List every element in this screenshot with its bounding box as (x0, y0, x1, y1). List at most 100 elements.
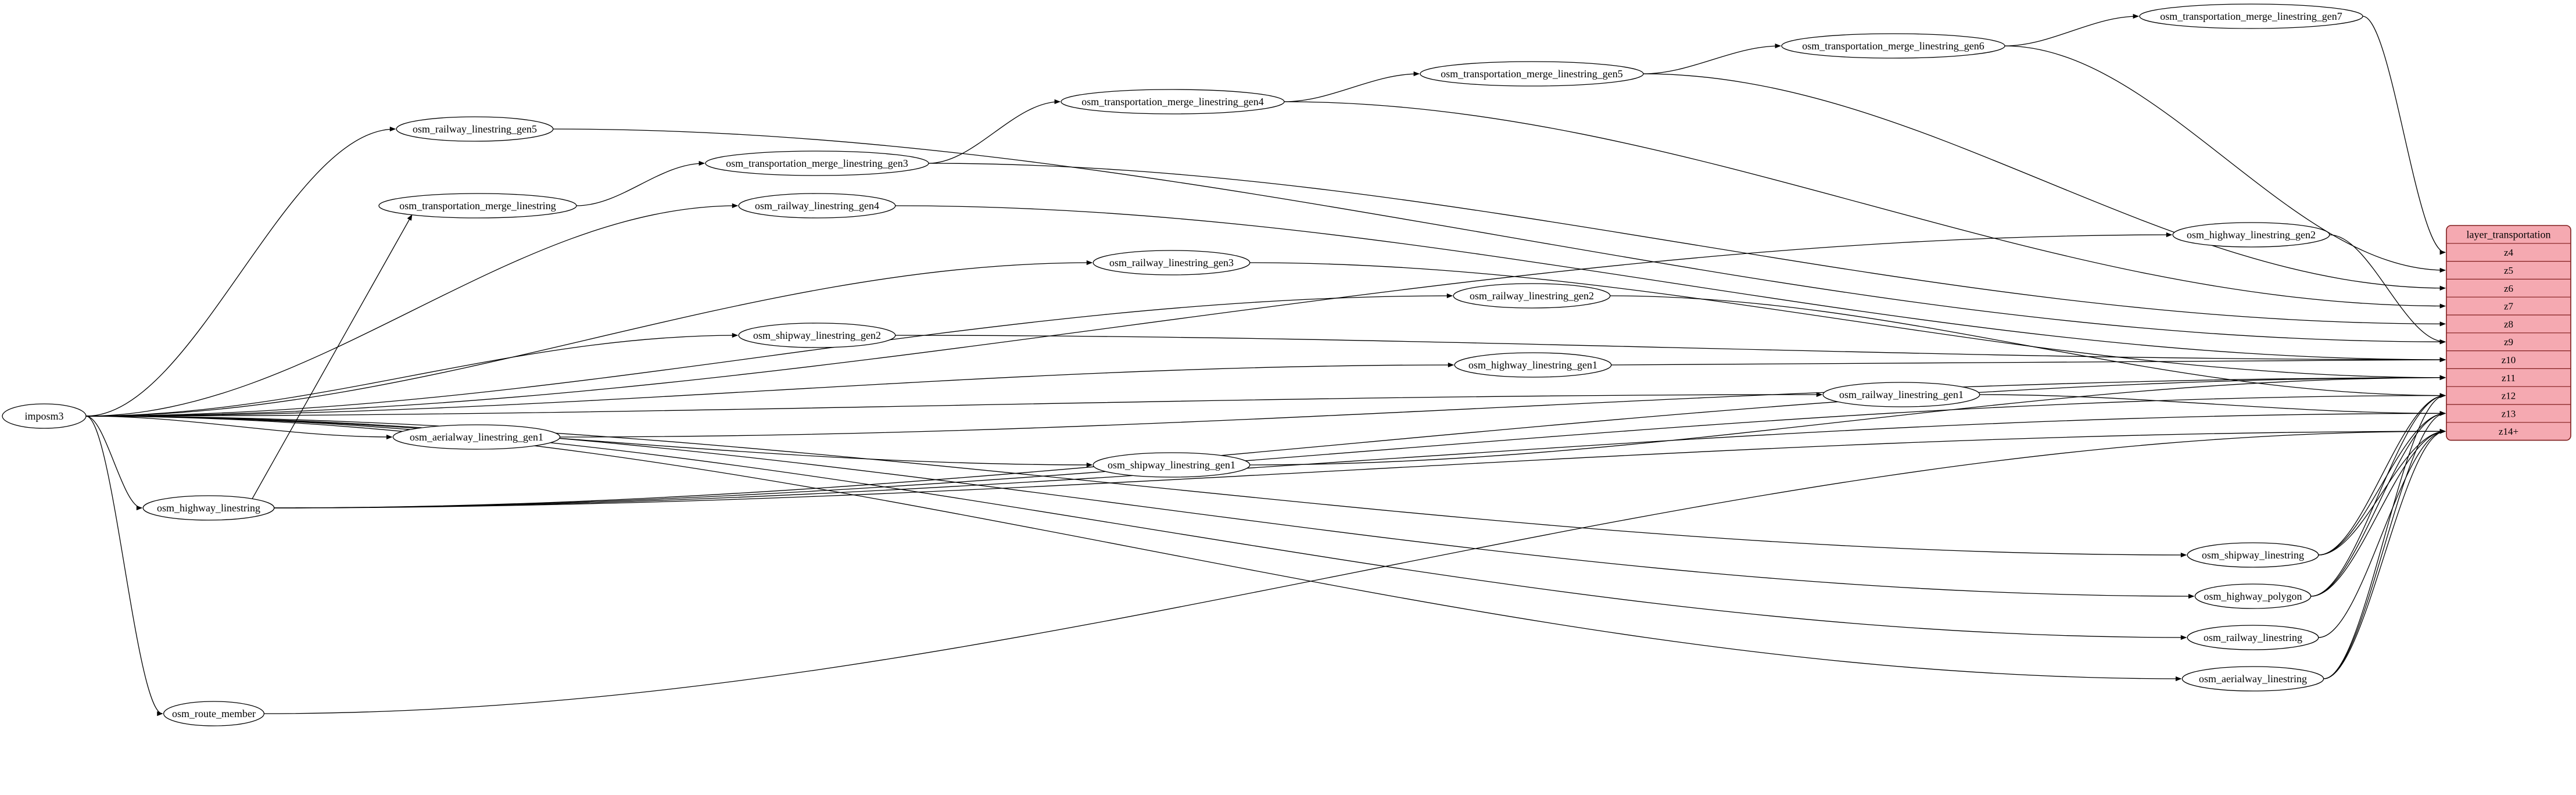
node-ellipse-osm_railway_linestring_gen5 (396, 116, 554, 142)
node-label-osm_railway_linestring_gen4: osm_railway_linestring_gen4 (755, 200, 879, 212)
edge-osm_transportation_merge_linestring_gen3-to-osm_transportation_merge_linestring_gen4 (928, 99, 1061, 164)
nodes-layer: imposm3 osm_railway_linestring_gen5 osm_tr… (2, 3, 2363, 726)
edge-osm_highway_linestring_gen2-to-layer_transportation-z9 (2329, 234, 2446, 345)
edge-osm_railway_linestring_gen4-to-layer_transportation-z10 (895, 205, 2446, 363)
node-osm_transportation_merge_linestring_gen6: osm_transportation_merge_linestring_gen6 (1781, 33, 2005, 59)
node-osm_transportation_merge_linestring: osm_transportation_merge_linestring (378, 193, 577, 219)
node-osm_highway_linestring_gen2: osm_highway_linestring_gen2 (2172, 222, 2330, 248)
edge-osm_highway_linestring_gen1-to-layer_transportation-z10 (1611, 357, 2446, 366)
edge-osm_route_member-to-layer_transportation-z14+ (264, 429, 2446, 714)
node-ellipse-osm_railway_linestring (2187, 625, 2319, 650)
node-label-osm_transportation_merge_linestring: osm_transportation_merge_linestring (399, 200, 556, 212)
node-label-osm_highway_linestring_gen2: osm_highway_linestring_gen2 (2187, 229, 2316, 241)
node-osm_railway_linestring_gen2: osm_railway_linestring_gen2 (1453, 283, 1611, 309)
node-label-osm_transportation_merge_linestring_gen6: osm_transportation_merge_linestring_gen6 (1802, 40, 1984, 52)
edge-imposm3-to-osm_shipway_linestring (85, 416, 2187, 558)
node-ellipse-osm_aerialway_linestring_gen1 (392, 424, 561, 450)
node-osm_transportation_merge_linestring_gen5: osm_transportation_merge_linestring_gen5 (1420, 61, 1644, 87)
edge-osm_shipway_linestring_gen2-to-layer_transportation-z10 (895, 335, 2446, 363)
record-layer: layer_transportationz4z5z6z7z8z9z10z11z1… (2446, 225, 2571, 441)
edge-osm_transportation_merge_linestring_gen6-to-layer_transportation-z5 (2004, 45, 2446, 273)
edge-osm_shipway_linestring-to-layer_transportation-z14+ (2318, 429, 2446, 556)
node-label-osm_railway_linestring_gen5: osm_railway_linestring_gen5 (413, 123, 537, 135)
edge-osm_highway_polygon-to-layer_transportation-z14+ (2310, 429, 2446, 597)
node-label-osm_transportation_merge_linestring_gen3: osm_transportation_merge_linestring_gen3 (726, 157, 908, 169)
node-label-osm_railway_linestring_gen2: osm_railway_linestring_gen2 (1470, 290, 1594, 302)
node-ellipse-osm_railway_linestring_gen2 (1453, 283, 1611, 309)
edge-imposm3-to-osm_highway_linestring_gen2 (85, 232, 2173, 417)
node-ellipse-osm_transportation_merge_linestring_gen5 (1420, 61, 1644, 87)
edge-imposm3-to-osm_shipway_linestring_gen1 (85, 416, 1093, 468)
node-imposm3: imposm3 (2, 403, 87, 429)
record-row-z7: z7 (2504, 301, 2514, 312)
node-ellipse-osm_railway_linestring_gen4 (738, 193, 896, 219)
record-header-label: layer_transportation (2467, 228, 2551, 240)
node-ellipse-osm_railway_linestring_gen3 (1092, 250, 1251, 275)
edge-imposm3-to-osm_railway_linestring_gen2 (85, 293, 1453, 417)
edge-osm_transportation_merge_linestring_gen5-to-osm_transportation_merge_linestring_gen6 (1643, 43, 1782, 74)
node-osm_transportation_merge_linestring_gen4: osm_transportation_merge_linestring_gen4 (1061, 89, 1285, 114)
node-osm_transportation_merge_linestring_gen7: osm_transportation_merge_linestring_gen7 (2139, 3, 2363, 29)
edge-osm_aerialway_linestring-to-layer_transportation-z13 (2323, 411, 2446, 679)
edge-osm_highway_polygon-to-layer_transportation-z12 (2310, 393, 2446, 597)
node-osm_shipway_linestring_gen2: osm_shipway_linestring_gen2 (738, 323, 896, 348)
record-row-z10: z10 (2502, 354, 2516, 366)
node-label-osm_highway_linestring_gen1: osm_highway_linestring_gen1 (1468, 359, 1597, 371)
edge-osm_railway_linestring_gen3-to-layer_transportation-z11 (1249, 262, 2446, 380)
node-ellipse-osm_transportation_merge_linestring_gen3 (705, 151, 929, 176)
node-ellipse-osm_highway_linestring_gen1 (1454, 352, 1612, 378)
edge-osm_railway_linestring-to-layer_transportation-z14+ (2318, 429, 2446, 638)
node-osm_railway_linestring_gen3: osm_railway_linestring_gen3 (1092, 250, 1251, 275)
node-ellipse-osm_highway_linestring (142, 495, 275, 521)
node-osm_highway_linestring: osm_highway_linestring (142, 495, 275, 521)
edge-imposm3-to-osm_railway_linestring_gen1 (85, 392, 1823, 417)
edge-osm_railway_linestring_gen5-to-layer_transportation-z9 (553, 128, 2446, 345)
node-label-osm_transportation_merge_linestring_gen4: osm_transportation_merge_linestring_gen4 (1081, 96, 1264, 108)
edge-imposm3-to-osm_aerialway_linestring_gen1 (85, 416, 393, 440)
node-label-osm_shipway_linestring_gen1: osm_shipway_linestring_gen1 (1108, 459, 1235, 471)
node-label-osm_transportation_merge_linestring_gen7: osm_transportation_merge_linestring_gen7 (2160, 10, 2342, 22)
node-osm_railway_linestring: osm_railway_linestring (2187, 625, 2319, 650)
edge-imposm3-to-osm_railway_linestring_gen5 (85, 126, 396, 417)
edge-osm_highway_linestring-to-layer_transportation-z14+ (274, 429, 2446, 508)
edge-imposm3-to-osm_railway_linestring_gen4 (85, 203, 739, 417)
record-row-z6: z6 (2504, 283, 2513, 294)
record-layer_transportation: layer_transportationz4z5z6z7z8z9z10z11z1… (2446, 225, 2571, 441)
node-label-imposm3: imposm3 (24, 410, 63, 422)
edge-osm_aerialway_linestring-to-layer_transportation-z14+ (2323, 429, 2446, 679)
node-ellipse-osm_shipway_linestring (2187, 542, 2319, 568)
edge-osm_railway_linestring_gen2-to-layer_transportation-z12 (1610, 295, 2446, 398)
node-osm_route_member: osm_route_member (163, 701, 265, 726)
record-row-z11: z11 (2502, 373, 2516, 384)
node-label-osm_aerialway_linestring: osm_aerialway_linestring (2199, 673, 2307, 685)
node-osm_aerialway_linestring: osm_aerialway_linestring (2181, 666, 2324, 692)
edge-imposm3-to-osm_shipway_linestring_gen2 (85, 332, 739, 417)
node-label-osm_highway_polygon: osm_highway_polygon (2204, 590, 2302, 602)
node-ellipse-osm_shipway_linestring_gen2 (738, 323, 896, 348)
node-ellipse-osm_transportation_merge_linestring_gen4 (1061, 89, 1285, 114)
node-ellipse-osm_transportation_merge_linestring (378, 193, 577, 219)
node-label-osm_railway_linestring: osm_railway_linestring (2204, 632, 2302, 643)
edge-osm_transportation_merge_linestring-to-osm_transportation_merge_linestring_gen3 (576, 160, 705, 206)
record-row-z13: z13 (2502, 408, 2516, 419)
record-row-z5: z5 (2504, 265, 2513, 276)
edge-osm_transportation_merge_linestring_gen5-to-layer_transportation-z6 (1643, 73, 2446, 291)
node-ellipse-osm_transportation_merge_linestring_gen6 (1781, 33, 2005, 59)
node-osm_shipway_linestring: osm_shipway_linestring (2187, 542, 2319, 568)
edge-osm_railway_linestring_gen1-to-layer_transportation-z13 (1979, 394, 2446, 416)
record-row-z8: z8 (2504, 318, 2513, 330)
node-label-osm_shipway_linestring: osm_shipway_linestring (2202, 549, 2304, 561)
edge-imposm3-to-osm_highway_polygon (85, 416, 2195, 599)
node-osm_aerialway_linestring_gen1: osm_aerialway_linestring_gen1 (392, 424, 561, 450)
node-osm_railway_linestring_gen4: osm_railway_linestring_gen4 (738, 193, 896, 219)
edge-osm_shipway_linestring-to-layer_transportation-z12 (2318, 393, 2446, 556)
node-ellipse-osm_highway_linestring_gen2 (2172, 222, 2330, 248)
edge-osm_highway_linestring-to-osm_transportation_merge_linestring (252, 214, 413, 499)
node-label-osm_railway_linestring_gen3: osm_railway_linestring_gen3 (1109, 257, 1234, 268)
node-osm_highway_polygon: osm_highway_polygon (2194, 583, 2312, 609)
edge-osm_transportation_merge_linestring_gen4-to-layer_transportation-z7 (1284, 101, 2446, 309)
node-ellipse-imposm3 (2, 403, 87, 429)
node-ellipse-osm_transportation_merge_linestring_gen7 (2139, 3, 2363, 29)
node-label-osm_railway_linestring_gen1: osm_railway_linestring_gen1 (1839, 389, 1964, 400)
